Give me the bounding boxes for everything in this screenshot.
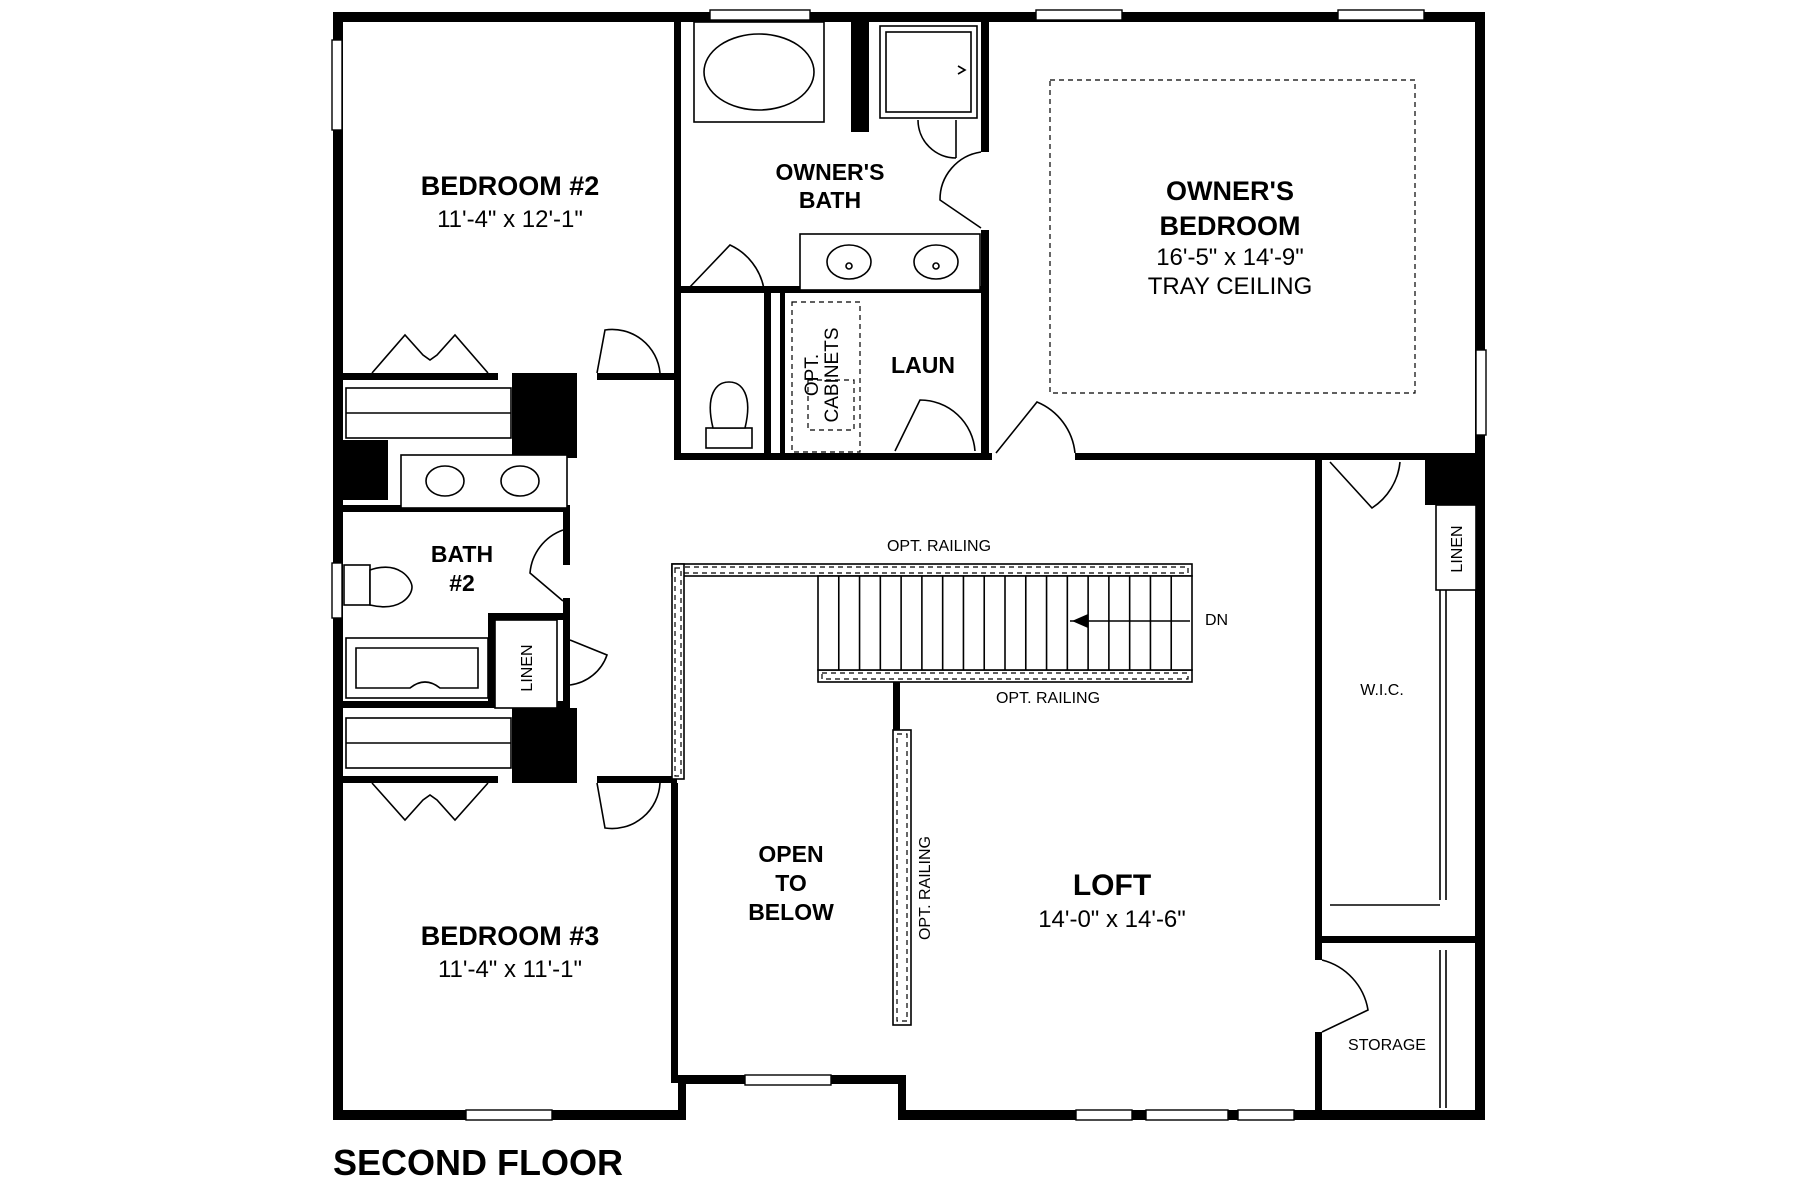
owners-bedroom-note: TRAY CEILING — [1148, 273, 1312, 300]
open-line1: OPEN — [758, 841, 823, 867]
owners-bedroom-label: OWNER'S BEDROOM 16'-5" x 14'-9" TRAY CEI… — [1148, 176, 1312, 300]
shower — [879, 25, 978, 119]
owners-bath-line1: OWNER'S — [776, 159, 885, 185]
open-line2: TO — [775, 870, 807, 896]
railing-side-label: OPT. RAILING — [917, 836, 934, 940]
bedroom2-dims: 11'-4" x 12'-1" — [437, 206, 583, 233]
bedroom3-door — [596, 782, 661, 830]
railing-bottom-label: OPT. RAILING — [996, 690, 1100, 707]
staircase — [817, 575, 1193, 671]
bath2-label: BATH #2 — [431, 541, 493, 596]
shower-door-swing — [917, 119, 957, 159]
owners-bedroom-line2: BEDROOM — [1160, 211, 1301, 241]
linen-closet-hall — [494, 619, 558, 709]
laundry-door — [894, 399, 976, 452]
wc-door — [687, 244, 765, 290]
owners-vanity — [799, 233, 981, 291]
loft-dims: 14'-0" x 14'-6" — [1038, 906, 1186, 933]
railing-left — [671, 563, 685, 780]
bedroom3-dims: 11'-4" x 11'-1" — [438, 956, 582, 983]
storage-label: STORAGE — [1348, 1037, 1426, 1054]
owners-toilet — [705, 381, 753, 449]
railing-side — [892, 729, 912, 1026]
tray-ceiling-outline — [1049, 79, 1416, 394]
bath2-vanity — [400, 454, 568, 509]
stair-arrow — [1070, 614, 1190, 628]
bath2-line2: #2 — [449, 570, 475, 596]
loft-label: LOFT 14'-0" x 14'-6" — [1038, 869, 1186, 933]
linen-wic-label: LINEN — [1449, 525, 1466, 572]
laundry-cabinets — [791, 301, 861, 453]
open-to-below-label: OPEN TO BELOW — [748, 841, 834, 925]
windows — [331, 9, 1487, 1121]
owners-bath-door — [939, 151, 982, 229]
linen-door — [569, 639, 609, 686]
owners-bath-label: OWNER'S BATH — [776, 159, 885, 213]
wic-door — [1329, 461, 1401, 510]
linen-closet-wic — [1435, 504, 1477, 591]
bedroom2-closet — [345, 333, 512, 439]
bath2-tub — [345, 637, 489, 699]
bedroom3-label: BEDROOM #3 11'-4" x 11'-1" — [421, 921, 600, 983]
owners-bedroom-dims: 16'-5" x 14'-9" — [1156, 244, 1304, 271]
bedroom2-label: BEDROOM #2 11'-4" x 12'-1" — [421, 171, 600, 233]
bedroom2-name: BEDROOM #2 — [421, 171, 600, 201]
owners-bedroom-line1: OWNER'S — [1166, 176, 1294, 206]
opt-cabinets-label: OPT. CABINETS — [802, 327, 843, 422]
bedroom3-closet — [345, 717, 512, 822]
storage-door — [1321, 959, 1369, 1033]
bedroom3-name: BEDROOM #3 — [421, 921, 600, 951]
laundry-label: LAUN — [891, 352, 955, 378]
open-line3: BELOW — [748, 899, 834, 925]
plan-title: SECOND FLOOR — [333, 1142, 623, 1183]
linen-hall-label: LINEN — [519, 644, 536, 691]
opt-cabinets-line1: OPT. — [802, 354, 823, 396]
loft-name: LOFT — [1073, 869, 1151, 902]
railing-bottom — [817, 669, 1193, 683]
railing-top-label: OPT. RAILING — [887, 538, 991, 555]
opt-cabinets-line2: CABINETS — [822, 327, 843, 422]
bath2-toilet — [343, 564, 413, 608]
wic-label: W.I.C. — [1360, 682, 1404, 699]
railing-top — [671, 563, 1193, 577]
owners-bath-line2: BATH — [799, 187, 861, 213]
bath2-line1: BATH — [431, 541, 493, 567]
stair-direction-label: DN — [1205, 612, 1228, 629]
bedroom2-door — [596, 328, 661, 374]
bath2-door — [529, 529, 564, 602]
owners-bedroom-door — [995, 401, 1076, 454]
bathtub — [693, 21, 869, 132]
